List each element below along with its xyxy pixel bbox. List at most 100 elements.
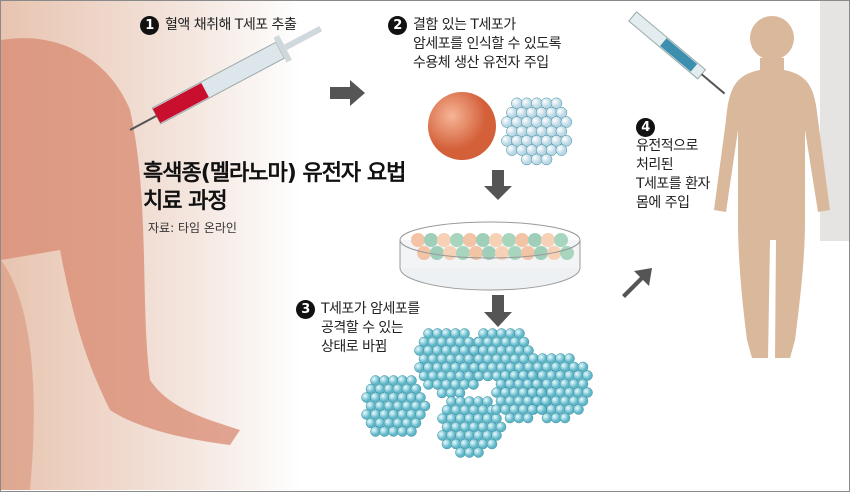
cultured-cell [495, 246, 509, 260]
human-silhouette [714, 16, 830, 358]
cultured-cell [463, 233, 477, 247]
cultured-cell [534, 246, 548, 260]
cell [513, 412, 525, 424]
cell [491, 404, 502, 415]
step-text: 공격할 수 있는 [321, 320, 404, 336]
cultured-cell [528, 233, 542, 247]
cell [370, 426, 381, 437]
step-text: 수용체 생산 유전자 주입 [413, 55, 549, 71]
step-text: 상태로 바뀜 [321, 339, 387, 355]
cultured-cell [482, 246, 496, 260]
step-text: T세포를 환자 [636, 176, 710, 192]
title-line: 치료 과정 [143, 189, 228, 214]
cell [582, 370, 593, 381]
cell [406, 375, 417, 386]
cell [559, 412, 571, 424]
cell [564, 353, 575, 364]
cell [550, 412, 562, 424]
cell [436, 387, 448, 399]
cell [388, 426, 399, 437]
arrow-right-icon [330, 80, 365, 106]
step-text: 혈액 채취해 T세포 추출 [165, 17, 297, 33]
cell [459, 328, 470, 339]
step-text: 몸에 주입 [636, 195, 690, 211]
step-4: 4 유전적으로 처리된 T세포를 환자 몸에 주입 [636, 118, 710, 213]
step-number: 1 [140, 16, 159, 35]
cell [504, 412, 516, 424]
step-text: 암세포를 인식할 수 있도록 [413, 36, 562, 52]
cultured-cell [508, 246, 522, 260]
cell [555, 144, 568, 156]
step-2: 2 결함 있는 T세포가 암세포를 인식할 수 있도록 수용체 생산 유전자 주입 [388, 16, 562, 73]
cell [522, 412, 534, 424]
cultured-cell [430, 246, 444, 260]
cell [491, 430, 502, 441]
cancer-cell [428, 92, 496, 160]
cell [577, 378, 589, 390]
title-line: 흑색종(멜라노마) 유전자 요법 [143, 161, 406, 186]
cell [455, 447, 466, 458]
cell [540, 395, 552, 407]
cell [541, 412, 553, 424]
cell [536, 387, 547, 398]
cultured-cell [437, 233, 451, 247]
cell [514, 328, 525, 339]
cell [464, 447, 475, 458]
step-number: 3 [296, 300, 315, 319]
cell [506, 144, 518, 156]
cell [482, 396, 493, 407]
cell [582, 387, 593, 398]
cell [536, 404, 547, 415]
cultured-cell [476, 233, 490, 247]
cultured-cell [469, 246, 483, 260]
cell [415, 409, 426, 420]
arrow-down-icon [484, 170, 512, 200]
cultured-cell [411, 233, 425, 247]
cell [468, 379, 479, 390]
cell [560, 116, 573, 128]
cultured-cell [554, 233, 568, 247]
syringe-2 [628, 11, 726, 95]
cell [577, 361, 589, 373]
cell [473, 447, 484, 458]
cell [560, 135, 573, 147]
source-credit: 자료: 타임 온라인 [148, 221, 237, 235]
cell [423, 379, 434, 390]
cell [486, 438, 498, 450]
cultured-cell [489, 233, 503, 247]
cell [441, 438, 453, 450]
step-text: 결함 있는 T세포가 [413, 17, 516, 33]
cultured-cell [560, 246, 574, 260]
cell [531, 378, 543, 390]
activated-t-cells [361, 328, 593, 458]
cell [482, 370, 494, 382]
cell [415, 392, 426, 403]
cell [495, 421, 507, 433]
cell [406, 426, 417, 437]
cell [518, 336, 530, 348]
arrow-up-right-icon [622, 268, 652, 298]
cell [379, 426, 390, 437]
cell [397, 426, 408, 437]
step-number: 2 [388, 16, 407, 35]
cultured-cell [417, 246, 431, 260]
cultured-cell [424, 233, 438, 247]
cultured-cell [541, 233, 555, 247]
step-number: 4 [636, 118, 655, 137]
cell [410, 417, 422, 429]
cultured-cell [450, 233, 464, 247]
cell [530, 153, 543, 166]
step-1: 1 혈액 채취해 T세포 추출 [140, 16, 297, 35]
cultured-cell [515, 233, 529, 247]
cultured-cell [502, 233, 516, 247]
step-text: 유전적으로 [636, 138, 698, 154]
cultured-cell [443, 246, 457, 260]
t-cell-cluster [501, 97, 573, 166]
arrow-down-icon [484, 295, 512, 327]
page-title: 흑색종(멜라노마) 유전자 요법 치료 과정 [143, 160, 406, 216]
cell [555, 125, 568, 138]
cell [573, 404, 584, 415]
cell [550, 97, 563, 110]
cell [527, 370, 538, 381]
